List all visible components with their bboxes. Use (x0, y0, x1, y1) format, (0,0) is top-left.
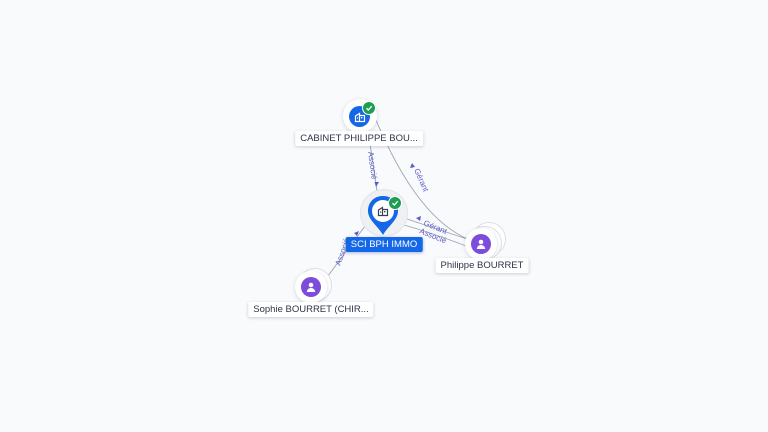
edge-label: Gérant (412, 167, 430, 194)
edge-arrow (354, 231, 359, 236)
check-icon (392, 200, 399, 206)
building-icon (354, 111, 365, 122)
person-icon (476, 239, 486, 249)
person-icon (306, 282, 316, 292)
node-label[interactable]: Sophie BOURRET (CHIR... (248, 302, 374, 317)
node-disc[interactable] (471, 234, 491, 254)
edge-label: Associé (366, 151, 379, 181)
edge-arrow (410, 163, 415, 168)
node-label[interactable]: Philippe BOURRET (435, 258, 529, 273)
edge-line[interactable] (399, 223, 467, 247)
building-icon (377, 206, 389, 217)
node-label[interactable]: SCI BPH IMMO (345, 237, 423, 252)
edge-line[interactable] (321, 221, 369, 285)
node-disc[interactable] (301, 277, 321, 297)
node-label[interactable]: CABINET PHILIPPE BOU... (295, 131, 423, 146)
verified-badge (362, 101, 376, 115)
check-icon (366, 105, 373, 111)
verified-badge (388, 196, 402, 210)
edge-arrow (374, 182, 379, 187)
edge-arrow (416, 216, 421, 221)
edge-line[interactable] (397, 215, 471, 241)
